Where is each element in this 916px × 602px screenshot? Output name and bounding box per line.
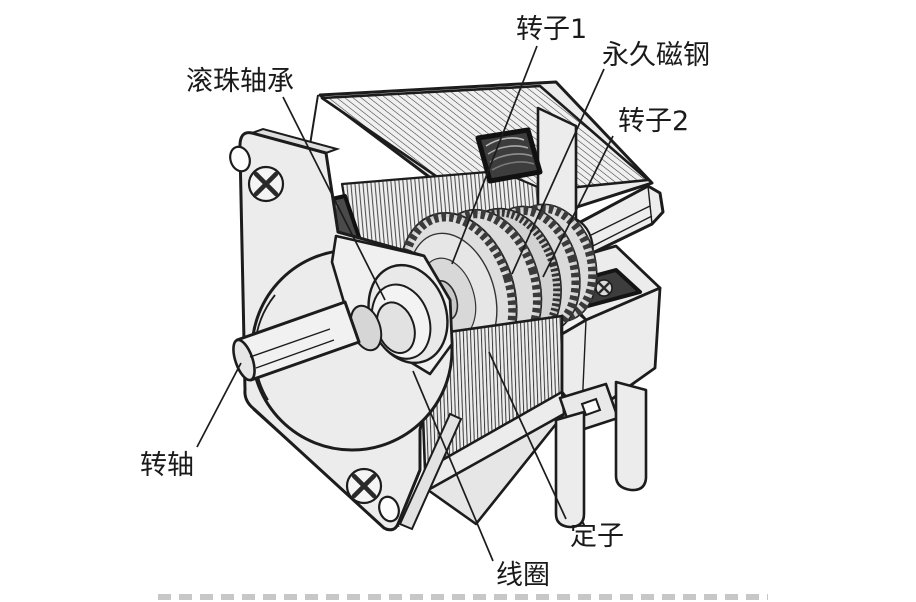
label-rotor1: 转子1 bbox=[516, 14, 587, 45]
label-bearing: 滚珠轴承 bbox=[186, 66, 294, 97]
front-flange bbox=[229, 127, 463, 532]
leader-shaft bbox=[196, 362, 242, 448]
screw-bottom bbox=[345, 467, 383, 505]
screw-top bbox=[247, 165, 285, 203]
label-shaft: 转轴 bbox=[140, 450, 194, 481]
mount-hole-top bbox=[229, 145, 251, 173]
leader-stator bbox=[488, 351, 567, 520]
leader-magnet bbox=[511, 68, 605, 275]
front-shaft-end bbox=[232, 338, 256, 382]
leader-bearing bbox=[282, 96, 386, 301]
flange-thickness-right bbox=[398, 412, 463, 531]
label-magnet: 永久磁钢 bbox=[602, 40, 710, 71]
leader-rotor2 bbox=[542, 135, 614, 278]
top-coil-window bbox=[475, 127, 543, 184]
label-stator: 定子 bbox=[570, 521, 624, 552]
ball-bearing-rings bbox=[367, 263, 449, 365]
label-rotor2: 转子2 bbox=[618, 106, 689, 137]
leader-rotor1 bbox=[451, 45, 538, 265]
label-coil: 线圈 bbox=[496, 560, 550, 591]
front-shaft bbox=[232, 300, 361, 382]
lead-post-right bbox=[614, 380, 648, 492]
lead-post-left bbox=[554, 410, 586, 529]
leader-coil bbox=[412, 370, 494, 562]
mount-hole-bottom bbox=[378, 495, 400, 523]
rear-slot-screw bbox=[595, 279, 613, 297]
